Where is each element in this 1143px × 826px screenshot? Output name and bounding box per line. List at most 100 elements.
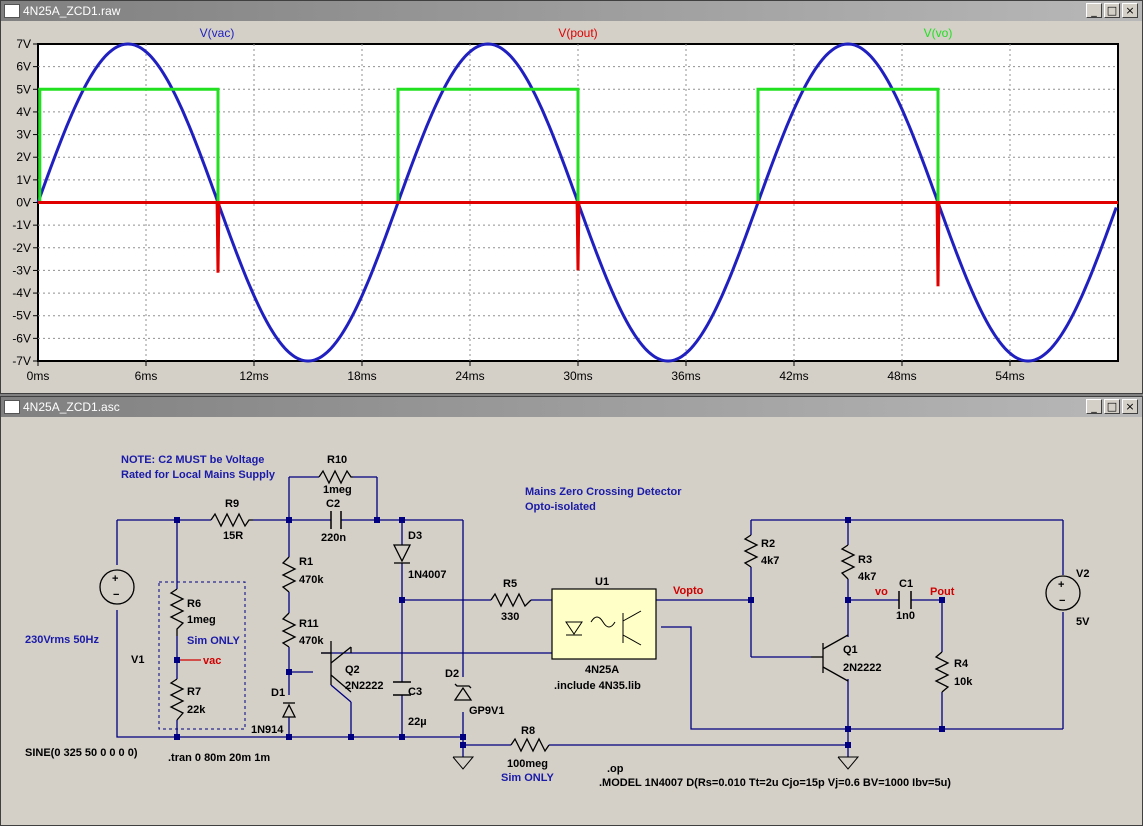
- waveform-titlebar[interactable]: 4N25A_ZCD1.raw _ □ ×: [1, 1, 1142, 21]
- y-tick-label: 3V: [16, 128, 31, 142]
- u1-value: 4N25A: [585, 664, 619, 676]
- diode-symbols: [281, 544, 473, 718]
- x-tick-label: 42ms: [779, 369, 808, 383]
- r3-value: 4k7: [858, 571, 876, 583]
- schematic-canvas[interactable]: +− +− NOTE: C2 MUST be Voltage Rated for…: [1, 417, 1142, 825]
- y-tick-label: 6V: [16, 60, 31, 74]
- v1-value: 230Vrms 50Hz: [25, 634, 99, 646]
- r6-ref: R6: [187, 598, 201, 610]
- net-vo: vo: [875, 586, 888, 598]
- sine-directive: SINE(0 325 50 0 0 0 0): [25, 747, 138, 759]
- r4-ref: R4: [954, 658, 969, 670]
- y-tick-label: 7V: [16, 37, 31, 51]
- d2-symbol: [453, 686, 473, 701]
- c1-ref: C1: [899, 578, 913, 590]
- r4-value: 10k: [954, 676, 973, 688]
- r11-ref: R11: [299, 618, 319, 630]
- net-pout: Pout: [930, 586, 955, 598]
- x-tick-label: 30ms: [563, 369, 592, 383]
- d1-symbol: [281, 703, 297, 718]
- net-vac: vac: [203, 655, 221, 667]
- r8-sim-only: Sim ONLY: [501, 772, 554, 784]
- q1-value: 2N2222: [843, 662, 882, 674]
- r2-ref: R2: [761, 538, 775, 550]
- r9-ref: R9: [225, 498, 239, 510]
- y-tick-label: 0V: [16, 196, 31, 210]
- note-c2-line2: Rated for Local Mains Supply: [121, 469, 276, 481]
- svg-text:−: −: [1059, 595, 1065, 607]
- junctions: [174, 517, 945, 748]
- transistor-symbols: [321, 634, 849, 693]
- ground-icon: [837, 756, 860, 770]
- q1-symbol: [811, 634, 849, 682]
- y-tick-label: 1V: [16, 173, 31, 187]
- q2-value: 2N2222: [345, 680, 384, 692]
- minimize-button[interactable]: _: [1086, 3, 1102, 18]
- close-button[interactable]: ×: [1122, 399, 1138, 414]
- y-tick-label: -6V: [12, 331, 31, 345]
- d1-ref: D1: [271, 687, 285, 699]
- include-directive: .include 4N35.lib: [554, 680, 641, 692]
- x-tick-label: 24ms: [455, 369, 484, 383]
- c3-ref: C3: [408, 686, 422, 698]
- r6-symbol: [169, 588, 185, 636]
- y-tick-label: -2V: [12, 241, 31, 255]
- r10-symbol: [318, 469, 353, 485]
- y-tick-label: 4V: [16, 105, 31, 119]
- d3-symbol: [392, 544, 412, 563]
- r10-ref: R10: [327, 454, 347, 466]
- x-tick-label: 12ms: [239, 369, 268, 383]
- schematic-title: 4N25A_ZCD1.asc: [23, 400, 120, 414]
- close-button[interactable]: ×: [1122, 3, 1138, 18]
- y-tick-label: 5V: [16, 82, 31, 96]
- r11-symbol: [281, 612, 297, 648]
- u1-ref: U1: [595, 576, 609, 588]
- model-directive: .MODEL 1N4007 D(Rs=0.010 Tt=2u Cjo=15p V…: [599, 777, 951, 789]
- legend-pout: V(pout): [558, 26, 597, 40]
- r1-value: 470k: [299, 574, 324, 586]
- waveform-plot[interactable]: 7V6V5V4V3V2V1V0V-1V-2V-3V-4V-5V-6V-7V0ms…: [1, 21, 1142, 393]
- c2-ref: C2: [326, 498, 340, 510]
- r8-ref: R8: [521, 725, 535, 737]
- net-vopto: Vopto: [673, 585, 704, 597]
- y-tick-label: -4V: [12, 286, 31, 300]
- c3-value: 22µ: [408, 716, 427, 728]
- capacitor-symbols: [330, 511, 912, 696]
- r6-value: 1meg: [187, 614, 216, 626]
- waveform-window-controls: _ □ ×: [1086, 3, 1138, 18]
- note-title-line1: Mains Zero Crossing Detector: [525, 486, 682, 498]
- r4-symbol: [934, 651, 950, 693]
- legend-vo: V(vo): [924, 26, 953, 40]
- y-tick-label: -1V: [12, 218, 31, 232]
- sim-only-label: Sim ONLY: [187, 635, 240, 647]
- resistor-symbols: [169, 469, 950, 753]
- r2-symbol: [743, 534, 759, 568]
- x-tick-label: 0ms: [27, 369, 50, 383]
- maximize-button[interactable]: □: [1104, 399, 1120, 414]
- svg-text:+: +: [1058, 579, 1064, 591]
- d1-value: 1N914: [251, 724, 284, 736]
- maximize-button[interactable]: □: [1104, 3, 1120, 18]
- v2-ref: V2: [1076, 568, 1089, 580]
- r3-symbol: [840, 544, 856, 580]
- y-tick-label: -7V: [12, 354, 31, 368]
- c2-value: 220n: [321, 532, 346, 544]
- waveform-title: 4N25A_ZCD1.raw: [23, 4, 121, 18]
- x-tick-label: 48ms: [887, 369, 916, 383]
- r11-value: 470k: [299, 635, 324, 647]
- r8-symbol: [510, 737, 550, 753]
- r5-symbol: [490, 592, 532, 608]
- svg-text:−: −: [113, 589, 119, 601]
- r5-value: 330: [501, 611, 519, 623]
- d3-ref: D3: [408, 530, 422, 542]
- q2-ref: Q2: [345, 664, 360, 676]
- d2-ref: D2: [445, 668, 459, 680]
- r1-symbol: [281, 556, 297, 593]
- schematic-titlebar[interactable]: 4N25A_ZCD1.asc _ □ ×: [1, 397, 1142, 417]
- series-vo-line: [38, 87, 1118, 204]
- minimize-button[interactable]: _: [1086, 399, 1102, 414]
- note-c2-line1: NOTE: C2 MUST be Voltage: [121, 454, 264, 466]
- ground-symbols: [452, 756, 860, 770]
- note-title-line2: Opto-isolated: [525, 501, 596, 513]
